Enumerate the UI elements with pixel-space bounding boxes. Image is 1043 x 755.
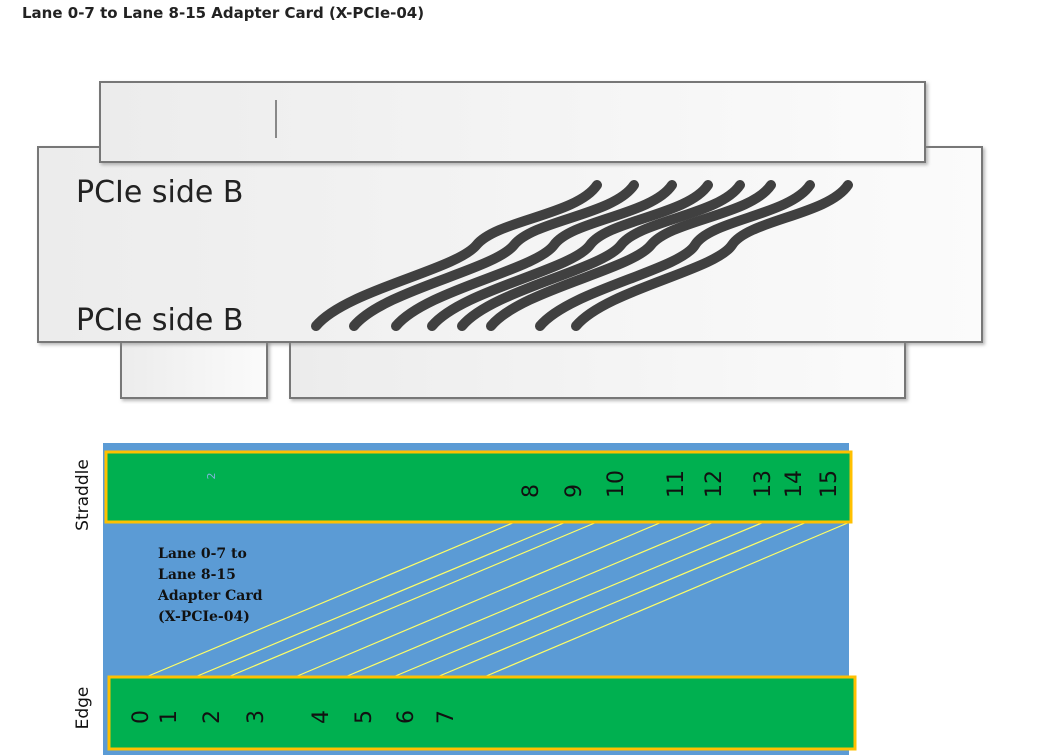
edge-connector xyxy=(107,675,857,751)
lane-number: 6 xyxy=(394,710,419,724)
lane-number: 1 xyxy=(157,710,182,724)
description-line: (X-PCIe-04) xyxy=(158,609,250,625)
lane-trace xyxy=(294,521,663,678)
description-line: Lane 8-15 xyxy=(158,567,236,583)
lane-trace xyxy=(392,521,765,678)
lane-traces xyxy=(145,521,851,678)
lane-number: 9 xyxy=(562,484,587,498)
lane-trace xyxy=(344,521,715,678)
wire xyxy=(486,180,776,331)
top-slot xyxy=(99,81,926,163)
wire xyxy=(391,180,677,331)
lane-map: Straddle Edge 2 Lane 0-7 to Lane 8-15 Ad… xyxy=(73,443,857,755)
wire xyxy=(571,180,853,331)
lane-number: 10 xyxy=(604,470,629,498)
wire-bundle xyxy=(311,180,853,331)
lane-number: 4 xyxy=(309,710,334,724)
bottom-right-tab xyxy=(289,337,906,399)
edge-label: Edge xyxy=(73,687,93,730)
lane-number: 2 xyxy=(200,710,225,724)
lane-number: 5 xyxy=(352,710,377,724)
wire xyxy=(535,180,815,331)
straddle-connector xyxy=(104,450,853,524)
lane-number: 8 xyxy=(519,484,544,498)
lane-trace xyxy=(436,521,808,678)
lane-trace xyxy=(483,521,851,678)
lane-number: 0 xyxy=(129,710,154,724)
bottom-left-tab xyxy=(120,337,268,399)
lane-trace xyxy=(194,521,567,678)
lane-number: 7 xyxy=(434,710,459,724)
lane-number: 15 xyxy=(817,470,842,498)
description-line: Adapter Card xyxy=(157,588,263,604)
description: Lane 0-7 to Lane 8-15 Adapter Card (X-PC… xyxy=(157,546,263,625)
wire xyxy=(311,180,602,331)
lane-number: 14 xyxy=(782,470,807,498)
card-illustration: PCIe side B PCIe side B xyxy=(37,81,983,399)
page-title: Lane 0-7 to Lane 8-15 Adapter Card (X-PC… xyxy=(22,4,425,22)
lane-number: 11 xyxy=(664,470,689,498)
lane-trace xyxy=(145,521,516,678)
lane-trace xyxy=(227,521,598,678)
top-side-label: PCIe side B xyxy=(76,175,243,210)
lane-number: 13 xyxy=(751,470,776,498)
lane-number: 12 xyxy=(702,470,727,498)
straddle-label: Straddle xyxy=(73,459,93,531)
wire xyxy=(457,180,745,331)
description-line: Lane 0-7 to xyxy=(158,546,247,562)
bottom-side-label: PCIe side B xyxy=(76,303,243,338)
stray-mark: 2 xyxy=(205,473,218,480)
lane-number: 3 xyxy=(244,710,269,724)
wire xyxy=(349,180,639,331)
wire xyxy=(427,180,713,331)
